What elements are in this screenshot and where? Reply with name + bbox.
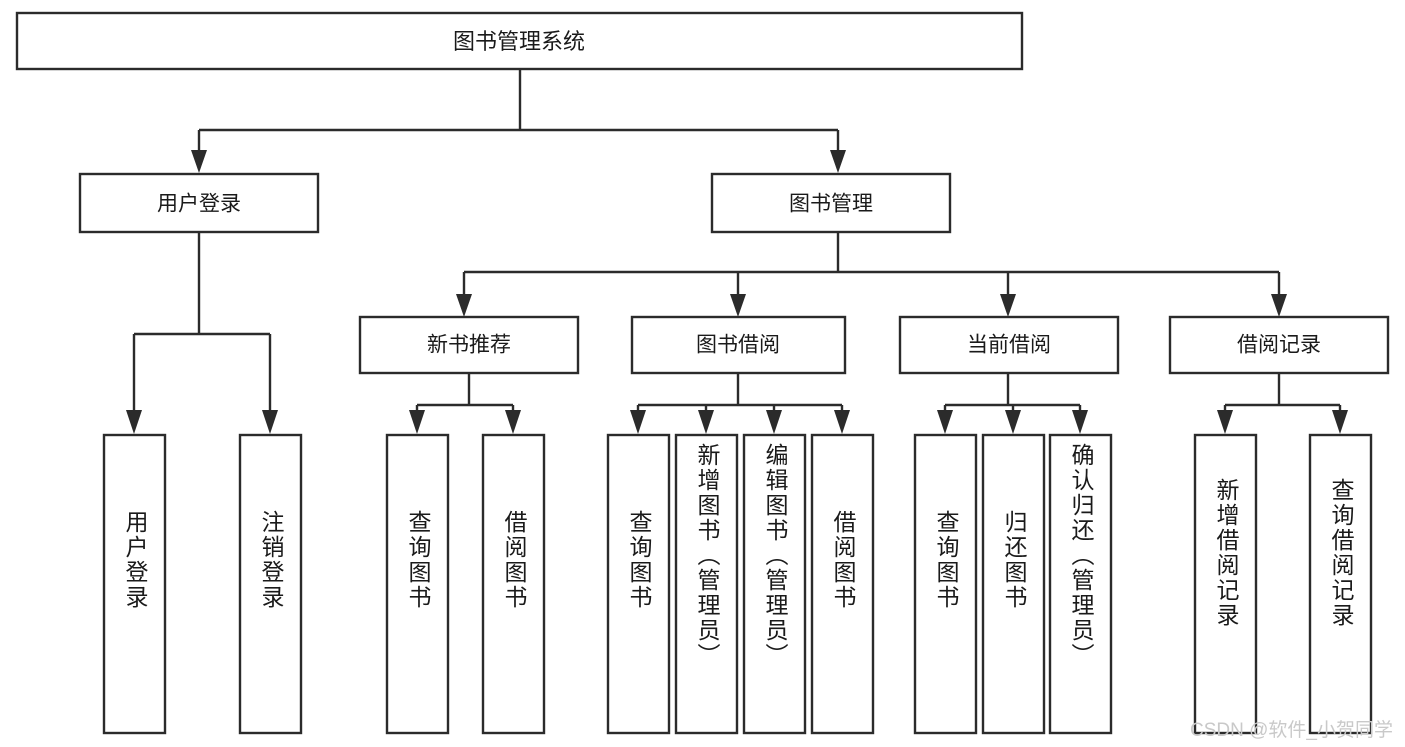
node-book-manage[interactable]: 图书管理 [710, 172, 952, 234]
leaf-box-return-book[interactable] [981, 433, 1046, 735]
node-root-label: 图书管理系统 [453, 29, 585, 54]
connector-group-user-login [126, 232, 278, 434]
leaf-box-query-record[interactable] [1308, 433, 1373, 735]
leaf-box-user-login[interactable] [102, 433, 167, 735]
arrowhead-user-login [191, 150, 207, 173]
connector-group-book-borrow [630, 373, 850, 434]
leaf-box-add-book[interactable] [674, 433, 739, 735]
arrowhead-leaf-confirm-return [1072, 410, 1088, 434]
leaf-box-edit-book[interactable] [742, 433, 807, 735]
node-book-borrow-label: 图书借阅 [696, 334, 780, 357]
node-user-login-label: 用户登录 [157, 193, 241, 216]
node-book-borrow-box[interactable] [630, 315, 847, 375]
arrowhead-leaf-return-book [1005, 410, 1021, 434]
arrowhead-leaf-query-book-3 [937, 410, 953, 434]
arrowhead-leaf-query-book-2 [630, 410, 646, 434]
node-borrow-record-label: 借阅记录 [1237, 334, 1321, 357]
arrowhead-leaf-add-book [698, 410, 714, 434]
connector-group-new-book-recommend [409, 373, 521, 434]
arrowhead-leaf-logout [262, 410, 278, 434]
node-book-manage-box[interactable] [710, 172, 952, 234]
connector-group-current-borrow [937, 373, 1088, 434]
node-book-manage-label: 图书管理 [789, 193, 873, 216]
node-borrow-record-box[interactable] [1168, 315, 1390, 375]
connector-group-borrow-record [1217, 373, 1348, 434]
leaf-box-query-book-1[interactable] [385, 433, 450, 735]
node-current-borrow-label: 当前借阅 [967, 334, 1051, 357]
node-user-login-box[interactable] [78, 172, 320, 234]
arrowhead-leaf-query-book-1 [409, 410, 425, 434]
node-new-book-recommend-label: 新书推荐 [427, 334, 511, 357]
leaf-box-query-book-3[interactable] [913, 433, 978, 735]
leaf-box-group [102, 433, 1373, 735]
arrowhead-leaf-add-record [1217, 410, 1233, 434]
leaf-box-confirm-return[interactable] [1048, 433, 1113, 735]
node-new-book-recommend[interactable]: 新书推荐 [358, 315, 580, 375]
node-book-borrow[interactable]: 图书借阅 [630, 315, 847, 375]
node-root[interactable]: 图书管理系统 [15, 11, 1024, 71]
node-current-borrow-box[interactable] [898, 315, 1120, 375]
arrowhead-book-manage [830, 150, 846, 173]
arrowhead-new-book-recommend [456, 294, 472, 317]
connector-group-root [191, 69, 846, 173]
node-current-borrow[interactable]: 当前借阅 [898, 315, 1120, 375]
connector-group-book-manage [456, 232, 1287, 317]
arrowhead-leaf-borrow-book-2 [834, 410, 850, 434]
node-borrow-record[interactable]: 借阅记录 [1168, 315, 1390, 375]
leaf-box-query-book-2[interactable] [606, 433, 671, 735]
arrowhead-leaf-edit-book [766, 410, 782, 434]
leaf-box-logout[interactable] [238, 433, 303, 735]
arrowhead-leaf-borrow-book-1 [505, 410, 521, 434]
arrowhead-leaf-user-login [126, 410, 142, 434]
arrowhead-current-borrow [1000, 294, 1016, 317]
arrowhead-borrow-record [1271, 294, 1287, 317]
node-root-box[interactable] [15, 11, 1024, 71]
arrowhead-book-borrow [730, 294, 746, 317]
node-new-book-recommend-box[interactable] [358, 315, 580, 375]
leaf-box-add-record[interactable] [1193, 433, 1258, 735]
node-user-login[interactable]: 用户登录 [78, 172, 320, 234]
leaf-box-borrow-book-2[interactable] [810, 433, 875, 735]
leaf-box-borrow-book-1[interactable] [481, 433, 546, 735]
arrowhead-leaf-query-record [1332, 410, 1348, 434]
